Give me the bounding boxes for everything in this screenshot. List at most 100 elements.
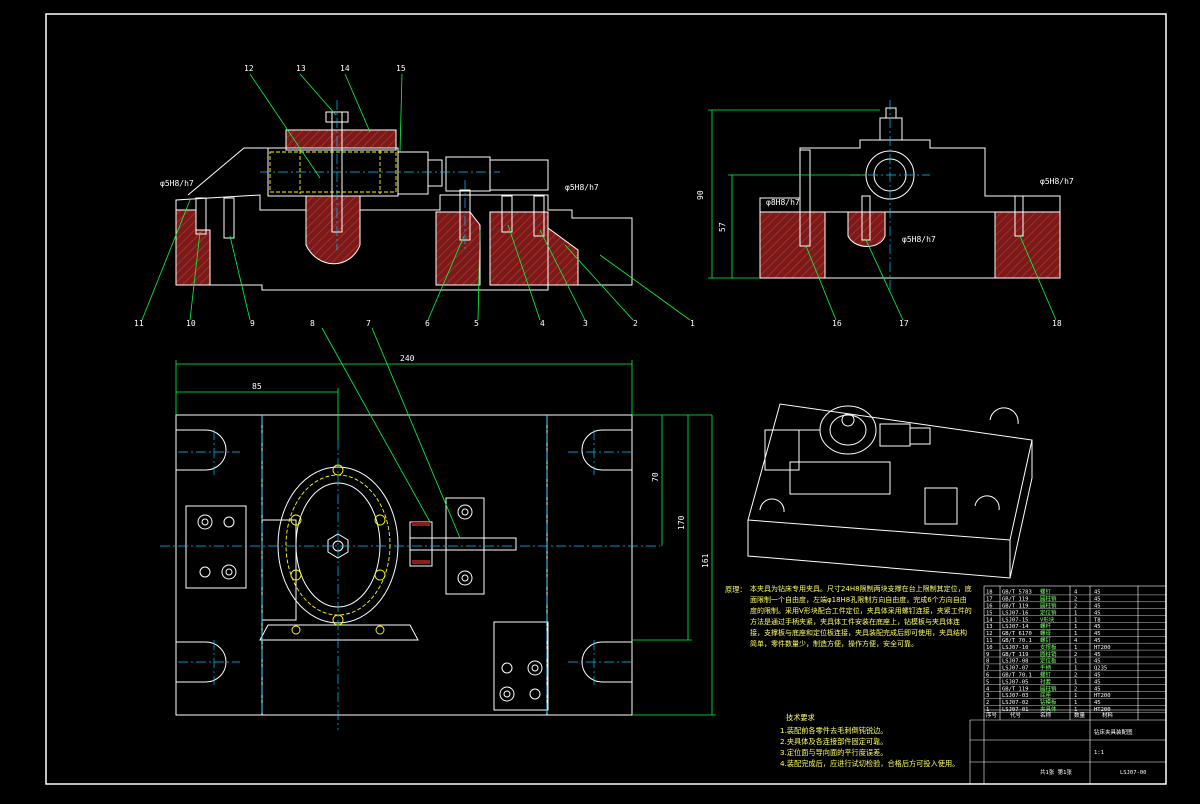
principle-paragraph: 本夹具为钻床专用夹具。尺寸24H8限制两块支撑在台上限制其定位，底面限制一个自由… <box>750 585 972 648</box>
center-lines <box>850 100 930 290</box>
side-section-view <box>759 107 1061 279</box>
parts-cell: 10 <box>986 645 993 651</box>
dimension-lines <box>708 109 1057 321</box>
part-number: 16 <box>832 319 842 328</box>
parts-cell: 4 <box>1074 590 1078 596</box>
parts-cell: 1 <box>1074 700 1077 706</box>
header-cell: 名称 <box>1040 711 1052 719</box>
parts-cell: 45 <box>1094 631 1101 637</box>
scale: 1:1 <box>1094 750 1104 756</box>
side-view-labels: 90 57 φ5H8/h7 φ8H8/h7 φ5H8/h7 16 17 18 <box>696 177 1074 328</box>
parts-cell: 2 <box>1074 604 1077 610</box>
parts-cell: 12 <box>986 631 993 637</box>
parts-cell: GB/T 5783 <box>1002 590 1032 596</box>
parts-cell: LSJ07-16 <box>1002 610 1029 616</box>
parts-cell: LSJ07-14 <box>1002 624 1029 630</box>
parts-cell: 2 <box>1074 673 1077 679</box>
part-number: 14 <box>340 64 350 73</box>
parts-cell: 圆柱销 <box>1040 650 1057 658</box>
parts-cell: LSJ07-15 <box>1002 617 1029 623</box>
parts-cell: 1 <box>1074 645 1077 651</box>
parts-cell: 45 <box>1094 604 1101 610</box>
parts-cell: 6 <box>986 673 989 679</box>
isometric-view <box>747 403 1033 579</box>
part-number: 17 <box>899 319 909 328</box>
parts-cell: 1 <box>1074 617 1077 623</box>
dimension-text: 161 <box>701 553 710 568</box>
parts-cell: 45 <box>1094 652 1101 658</box>
parts-cell: 定位销 <box>1040 608 1057 616</box>
parts-cell: 2 <box>1074 597 1077 603</box>
parts-cell: GB/T 119 <box>1002 652 1029 658</box>
parts-cell: LSJ07-03 <box>1002 693 1029 699</box>
parts-cell: 45 <box>1094 686 1101 692</box>
section-hatch <box>305 195 361 265</box>
notes-title: 技术要求 <box>786 713 815 722</box>
parts-cell: HT200 <box>1094 693 1111 699</box>
dimension-text: 85 <box>252 382 262 391</box>
parts-cell: 1 <box>1074 666 1077 672</box>
part-number: 15 <box>396 64 406 73</box>
title-block <box>969 585 1167 785</box>
part-number: 10 <box>186 319 196 328</box>
parts-cell: 15 <box>986 610 993 616</box>
parts-cell: 11 <box>986 638 993 644</box>
part-number: 9 <box>250 319 255 328</box>
fit-label: φ5H8/h7 <box>160 179 194 188</box>
parts-cell: V形块 <box>1040 615 1055 623</box>
section-hatch <box>435 211 481 286</box>
front-section-view <box>175 111 633 291</box>
parts-cell: GB/T 119 <box>1002 686 1029 692</box>
parts-cell: HT200 <box>1094 645 1111 651</box>
header-cell: 数量 <box>1074 711 1086 719</box>
parts-cell: 45 <box>1094 700 1101 706</box>
parts-cell: GB/T 119 <box>1002 604 1029 610</box>
parts-cell: 钻模板 <box>1040 698 1057 706</box>
parts-cell: 夹具体 <box>1040 705 1057 713</box>
parts-cell: 定位板 <box>1040 657 1057 665</box>
parts-cell: 1 <box>1074 624 1077 630</box>
parts-cell: 9 <box>986 652 989 658</box>
note-item: 1.装配前各零件去毛刺倒钝锐边。 <box>780 726 887 735</box>
parts-cell: 18 <box>986 590 993 596</box>
part-number: 18 <box>1052 319 1062 328</box>
parts-cell: 45 <box>1094 597 1101 603</box>
part-number: 6 <box>425 319 430 328</box>
fit-label: φ5H8/h7 <box>1040 177 1074 186</box>
parts-cell: 13 <box>986 624 993 630</box>
parts-cell: 圆柱销 <box>1040 595 1057 603</box>
parts-cell: 底座 <box>1040 691 1052 699</box>
header-cell: 代号 <box>1010 711 1022 719</box>
parts-cell: LSJ07-07 <box>1002 666 1029 672</box>
part-number: 3 <box>583 319 588 328</box>
top-view-labels: 240 85 70 170 161 <box>252 354 710 568</box>
parts-cell: 螺母 <box>1040 629 1052 637</box>
parts-cell: GB/T 6170 <box>1002 631 1032 637</box>
part-number: 2 <box>633 319 638 328</box>
sheet-count: 共1张 第1张 <box>1040 768 1072 776</box>
parts-cell: 1 <box>1074 631 1077 637</box>
parts-cell: 螺杆 <box>1040 622 1052 630</box>
note-item: 2.夹具体及各连接部件固定可靠。 <box>780 737 887 746</box>
parts-cell: 4 <box>1074 638 1078 644</box>
parts-cell: 2 <box>986 700 989 706</box>
header-cell: 序号 <box>986 711 998 719</box>
dimension-text: 170 <box>677 515 686 530</box>
parts-cell: LSJ07-05 <box>1002 679 1029 685</box>
parts-cell: 45 <box>1094 638 1101 644</box>
parts-cell: 7 <box>986 666 989 672</box>
top-view <box>175 414 633 716</box>
center-lines <box>260 100 500 250</box>
dimension-lines <box>175 327 716 716</box>
parts-cell: 螺钉 <box>1040 588 1052 596</box>
technical-notes: 原理： 本夹具为钻床专用夹具。尺寸24H8限制两块支撑在台上限制其定位，底面限制… <box>725 585 972 768</box>
part-number: 11 <box>134 319 144 328</box>
section-hatch <box>547 227 579 286</box>
parts-cell: GB/T 70.1 <box>1002 673 1032 679</box>
parts-cell: 16 <box>986 604 993 610</box>
title-block-text: 序号 代号 名称 数量 材料 钻床夹具装配图 LSJ07-00 1:1 共1张 … <box>986 711 1147 776</box>
principle-paragraph-box: 本夹具为钻床专用夹具。尺寸24H8限制两块支撑在台上限制其定位，底面限制一个自由… <box>750 585 972 648</box>
parts-cell: HT200 <box>1094 707 1111 713</box>
